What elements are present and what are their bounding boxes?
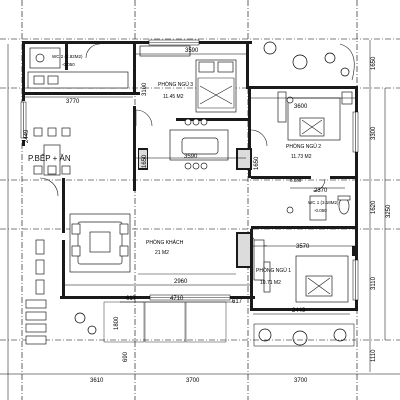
dim-3700-bottom-a: 3700 xyxy=(186,378,200,384)
wc1-name: WC 1 (3.18M2) xyxy=(308,200,339,205)
dim-1110: 1110 xyxy=(371,349,377,362)
living-room-furniture xyxy=(69,213,236,275)
dim-4710: 4710 xyxy=(170,296,184,302)
bedroom1-name: PHÒNG NGỦ 1 xyxy=(256,267,291,274)
dim-617b: 617 xyxy=(232,299,243,305)
dim-3770: 3770 xyxy=(66,99,80,105)
dim-1650-right: 1650 xyxy=(371,56,377,70)
bedroom3-name: PHÒNG NGỦ 3 xyxy=(158,81,193,88)
dim-3100: 3100 xyxy=(142,82,148,96)
dim-2370: 2370 xyxy=(314,188,328,194)
dim-3110: 3110 xyxy=(371,276,377,290)
bedroom2-furniture xyxy=(277,91,353,141)
dim-3610-bottom: 3610 xyxy=(90,378,104,384)
dim-2449-left: 2449 xyxy=(24,129,30,143)
windows xyxy=(20,39,359,301)
bedroom2-area: 11.73 M2 xyxy=(291,154,312,160)
dim-1620: 1620 xyxy=(371,200,377,214)
dim-2449-right: 2449 xyxy=(292,308,306,314)
bedroom1-furniture xyxy=(253,239,349,303)
bedroom2-name: PHÒNG NGỦ 2 xyxy=(286,143,321,150)
dim-1650: 1650 xyxy=(142,154,148,168)
dim-3590-top: 3590 xyxy=(185,48,199,54)
dim-3590-mid: 3590 xyxy=(184,154,198,160)
center-level: 0.000 xyxy=(290,178,302,183)
living-area: 21 M2 xyxy=(155,250,169,256)
living-name: PHÒNG KHÁCH xyxy=(146,239,184,246)
kitchen-furniture xyxy=(27,71,129,176)
bedroom3-area: 11.45 M2 xyxy=(163,94,184,100)
dim-3300: 3300 xyxy=(371,126,377,140)
dim-3570: 3570 xyxy=(296,244,310,250)
dim-1800: 1800 xyxy=(114,316,120,330)
dim-3700-bottom-b: 3700 xyxy=(294,378,308,384)
wc2-name: WC 2 (2.82M2) xyxy=(52,54,83,59)
bedroom3-furniture xyxy=(139,45,237,113)
dimension-lines xyxy=(0,40,400,400)
dim-2960: 2960 xyxy=(174,279,188,285)
dim-1650b: 1650 xyxy=(254,156,260,170)
dim-3250: 3250 xyxy=(386,204,392,218)
bedroom1-area: 10.71 M2 xyxy=(260,280,281,286)
garden-plants xyxy=(25,41,355,347)
kitchen-name: P.BẾP + ĂN xyxy=(28,153,71,163)
wc2-level: -0.050 xyxy=(62,62,75,67)
dim-3600: 3600 xyxy=(294,104,308,110)
wc1-level: -0.050 xyxy=(314,208,327,213)
wc-fixtures xyxy=(29,47,351,221)
hatched-panels xyxy=(139,150,250,266)
dim-690: 690 xyxy=(123,351,129,362)
dim-617a: 617 xyxy=(126,296,137,302)
central-table xyxy=(169,118,229,170)
